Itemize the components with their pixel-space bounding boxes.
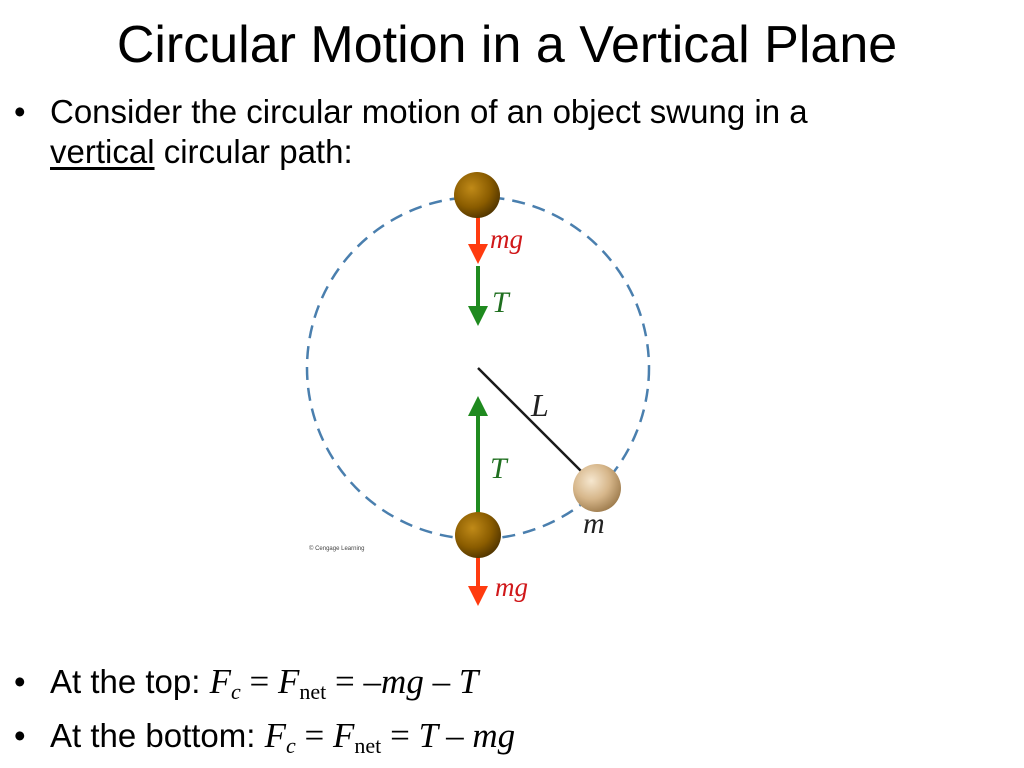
slide-title: Circular Motion in a Vertical Plane [116,16,898,74]
eq-rhs: T – mg [418,716,516,755]
eq-sub-c: c [231,679,241,704]
bottom-equation-lead: At the bottom: [50,717,265,754]
eq-rhs: –mg – T [363,662,479,701]
eq-F: F [209,662,231,701]
label-L: L [530,387,549,423]
eq-sub-c: c [286,733,296,758]
ball-bottom [455,512,501,558]
tension-arrow-top [468,266,488,326]
top-equation: Fc = Fnet = –mg – T [209,662,479,704]
eq-equals: = [240,662,279,701]
intro-underlined-word: vertical [50,133,155,170]
ball-top [454,172,500,218]
gravity-arrow-bottom [468,556,488,606]
label-T-top: T [492,286,511,319]
copyright-note: © Cengage Learning [309,545,364,552]
top-equation-bullet: • At the top: Fc = Fnet = –mg – T [14,662,479,704]
label-mg-bottom: mg [495,572,528,602]
eq-F: F [333,716,355,755]
eq-equals: = [326,662,364,701]
top-equation-lead: At the top: [50,663,210,700]
intro-line-1: Consider the circular motion of an objec… [50,93,808,130]
intro-line-2: circular path: [154,133,353,170]
string-line [477,367,585,475]
ball-side [573,464,621,512]
label-m: m [583,507,605,540]
eq-F: F [264,716,287,755]
bullet-marker: • [14,717,26,754]
eq-equals: = [381,716,419,755]
gravity-arrow-top [468,212,488,264]
bottom-equation: Fc = Fnet = T – mg [264,716,516,758]
bullet-marker: • [14,663,26,700]
eq-sub-net: net [299,679,327,704]
label-T-bottom: T [490,452,509,485]
intro-bullet: • Consider the circular motion of an obje… [14,92,1004,172]
bullet-marker: • [14,93,26,130]
bottom-equation-bullet: • At the bottom: Fc = Fnet = T – mg [14,716,516,758]
eq-F: F [278,662,300,701]
label-mg-top: mg [490,224,523,254]
tension-arrow-bottom [468,396,488,514]
eq-equals: = [295,716,334,755]
eq-sub-net: net [354,733,382,758]
